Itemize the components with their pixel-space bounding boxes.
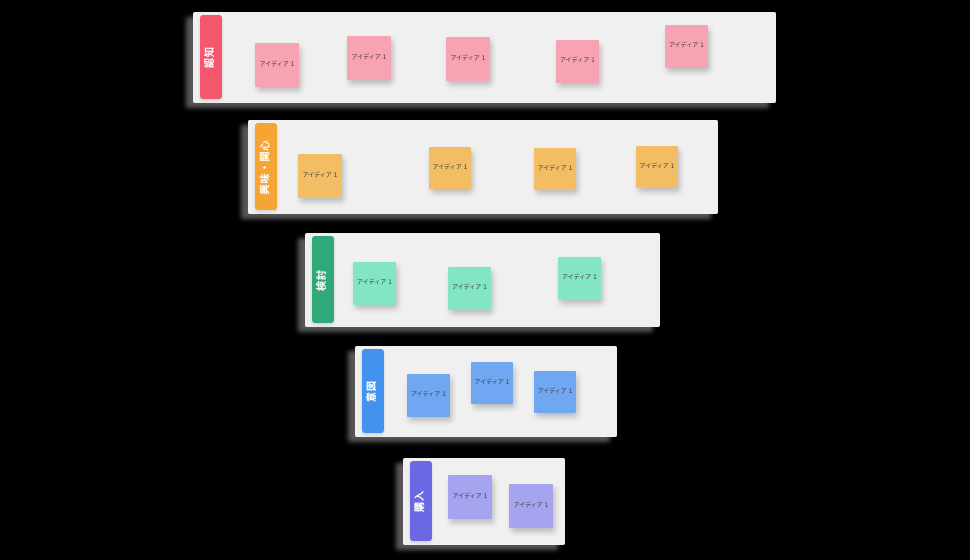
sticky-note[interactable]: アイディア 1 <box>298 154 342 198</box>
sticky-label: アイディア 1 <box>537 164 573 172</box>
stage-label: 認知 <box>205 46 216 68</box>
stage-label: 購入 <box>415 490 426 512</box>
sticky-label: アイディア 1 <box>474 378 510 386</box>
stage-label: 興味・関心 <box>260 139 271 194</box>
stage-label-bar-interest[interactable]: 興味・関心 <box>255 123 277 210</box>
sticky-label: アイディア 1 <box>302 171 338 179</box>
sticky-note[interactable]: アイディア 1 <box>636 146 678 188</box>
sticky-note[interactable]: アイディア 1 <box>509 484 553 528</box>
sticky-note[interactable]: アイディア 1 <box>255 43 299 87</box>
sticky-label: アイディア 1 <box>639 162 675 170</box>
sticky-note[interactable]: アイディア 1 <box>448 475 492 519</box>
sticky-note[interactable]: アイディア 1 <box>556 40 599 83</box>
sticky-label: アイディア 1 <box>559 57 595 65</box>
stage-label-bar-intent[interactable]: 意図 <box>362 349 384 433</box>
stage-label: 検討 <box>317 268 328 291</box>
sticky-label: アイディア 1 <box>410 391 446 399</box>
sticky-label: アイディア 1 <box>452 492 488 500</box>
stage-label-bar-purchase[interactable]: 購入 <box>410 461 432 541</box>
sticky-label: アイディア 1 <box>450 54 486 62</box>
sticky-note[interactable]: アイディア 1 <box>353 262 396 305</box>
sticky-note[interactable]: アイディア 1 <box>448 267 491 310</box>
sticky-label: アイディア 1 <box>259 60 295 68</box>
stage-label-bar-consideration[interactable]: 検討 <box>312 236 334 323</box>
sticky-note[interactable]: アイディア 1 <box>558 257 601 300</box>
sticky-note[interactable]: アイディア 1 <box>534 371 576 413</box>
sticky-note[interactable]: アイディア 1 <box>665 25 708 68</box>
sticky-note[interactable]: アイディア 1 <box>446 37 490 81</box>
sticky-note[interactable]: アイディア 1 <box>534 148 576 190</box>
stage-label-bar-awareness[interactable]: 認知 <box>200 15 222 99</box>
sticky-label: アイディア 1 <box>432 163 468 171</box>
sticky-note[interactable]: アイディア 1 <box>429 147 471 189</box>
sticky-label: アイディア 1 <box>451 284 487 292</box>
sticky-label: アイディア 1 <box>668 42 704 50</box>
sticky-note[interactable]: アイディア 1 <box>471 362 513 404</box>
sticky-label: アイディア 1 <box>356 279 392 287</box>
sticky-label: アイディア 1 <box>351 53 387 61</box>
stage-label: 意図 <box>367 380 378 402</box>
sticky-note[interactable]: アイディア 1 <box>407 374 450 417</box>
sticky-note[interactable]: アイディア 1 <box>347 36 391 80</box>
sticky-label: アイディア 1 <box>537 387 573 395</box>
sticky-label: アイディア 1 <box>513 501 549 509</box>
sticky-label: アイディア 1 <box>561 274 597 282</box>
